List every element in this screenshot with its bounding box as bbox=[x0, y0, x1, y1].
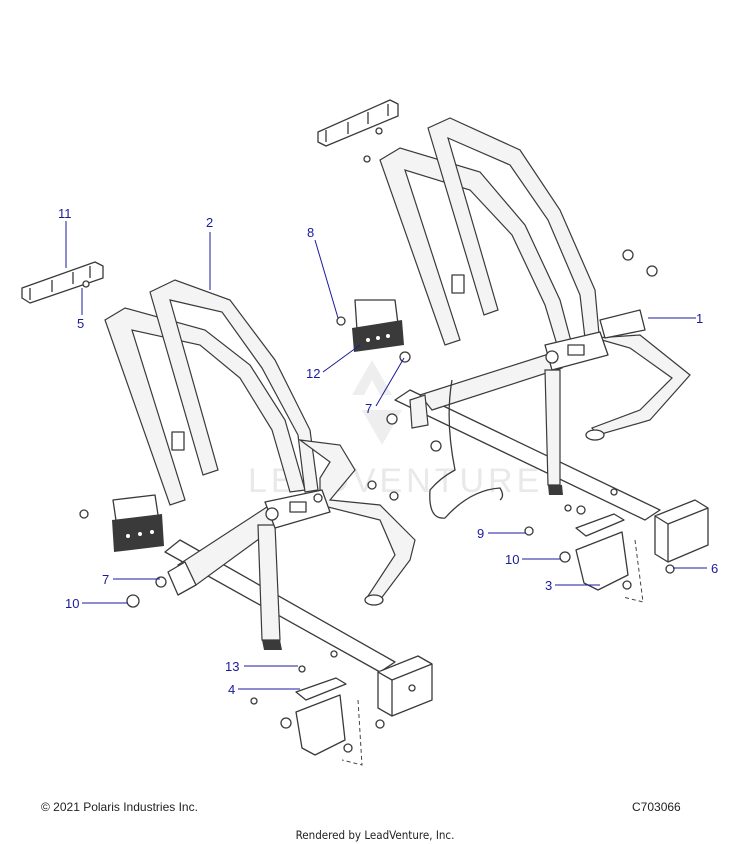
right-anchor-bracket[interactable] bbox=[575, 513, 644, 603]
svg-text:6: 6 bbox=[711, 561, 718, 576]
right-strap-guide[interactable] bbox=[317, 99, 399, 147]
svg-text:7: 7 bbox=[102, 572, 109, 587]
callout-12: 12 bbox=[306, 344, 361, 381]
callout-6: 6 bbox=[673, 561, 718, 576]
svg-text:2: 2 bbox=[206, 215, 213, 230]
drawing-number: C703066 bbox=[632, 800, 681, 814]
right-retractor[interactable] bbox=[654, 499, 709, 563]
left-harness-assembly bbox=[104, 279, 433, 717]
svg-text:1: 1 bbox=[696, 311, 703, 326]
svg-text:10: 10 bbox=[505, 552, 519, 567]
left-anchor-bracket[interactable] bbox=[295, 677, 363, 766]
svg-text:5: 5 bbox=[77, 316, 84, 331]
callout-7-lower: 7 bbox=[102, 572, 160, 587]
svg-text:12: 12 bbox=[306, 366, 320, 381]
left-buckle[interactable] bbox=[264, 489, 331, 529]
callout-8: 8 bbox=[307, 225, 339, 319]
fasteners bbox=[79, 127, 675, 753]
callout-2: 2 bbox=[206, 215, 213, 290]
svg-text:13: 13 bbox=[225, 659, 239, 674]
right-buckle[interactable] bbox=[544, 331, 609, 371]
right-harness-assembly bbox=[379, 117, 709, 563]
svg-text:9: 9 bbox=[477, 526, 484, 541]
svg-text:4: 4 bbox=[228, 682, 235, 697]
callout-4: 4 bbox=[228, 682, 300, 697]
callout-9: 9 bbox=[477, 526, 526, 541]
callout-5: 5 bbox=[77, 288, 84, 331]
rendered-by-text: Rendered by LeadVenture, Inc. bbox=[295, 828, 455, 842]
callout-1: 1 bbox=[648, 311, 703, 326]
callout-10-right: 10 bbox=[505, 552, 560, 567]
left-strap-guide[interactable] bbox=[21, 261, 104, 304]
callout-13: 13 bbox=[225, 659, 298, 674]
lower-left-grab-handle[interactable] bbox=[112, 494, 164, 552]
callout-11: 11 bbox=[58, 206, 72, 268]
coiled-wire bbox=[429, 379, 504, 519]
callout-7-upper: 7 bbox=[365, 357, 405, 416]
left-grab-handle[interactable] bbox=[352, 299, 404, 352]
left-retractor[interactable] bbox=[377, 655, 433, 717]
svg-text:3: 3 bbox=[545, 578, 552, 593]
svg-text:8: 8 bbox=[307, 225, 314, 240]
callout-3: 3 bbox=[545, 578, 600, 593]
copyright-text: © 2021 Polaris Industries Inc. bbox=[41, 800, 198, 814]
svg-text:10: 10 bbox=[65, 596, 79, 611]
callout-10-left: 10 bbox=[65, 596, 128, 611]
svg-text:7: 7 bbox=[365, 401, 372, 416]
svg-text:11: 11 bbox=[58, 206, 72, 221]
watermark-logo bbox=[352, 360, 402, 445]
